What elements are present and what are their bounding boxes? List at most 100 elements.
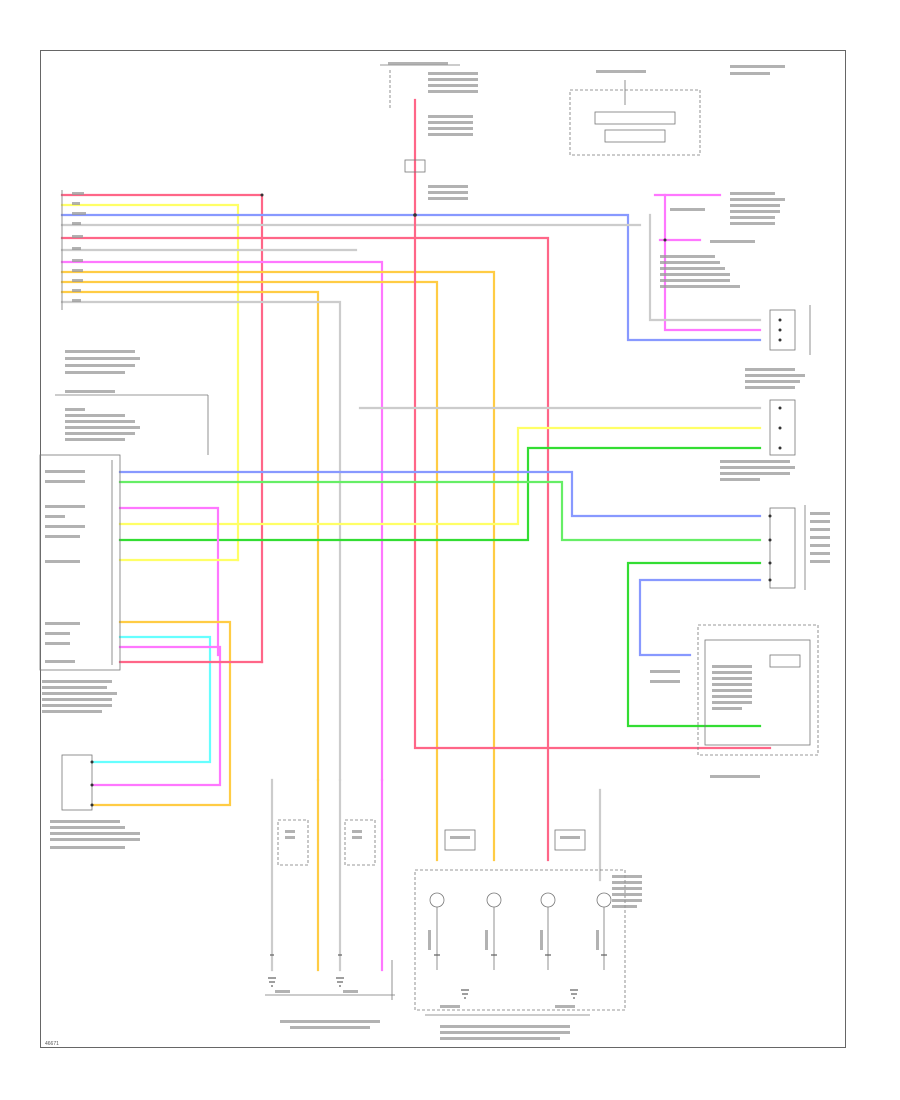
rect-mark-46 [697, 624, 819, 756]
rect-mark-165 [45, 622, 80, 625]
path-mark-72 [336, 977, 344, 987]
rect-mark-126 [660, 255, 715, 258]
circle-mark-89 [90, 760, 94, 764]
rect-mark-153 [65, 414, 125, 417]
rect-mark-188 [650, 670, 680, 673]
rect-mark-201 [612, 899, 642, 902]
path-mark-74 [570, 989, 578, 999]
rect-mark-105 [428, 78, 478, 81]
rect-mark-59 [414, 869, 626, 1011]
rect-mark-132 [745, 368, 795, 371]
circle-mark-81 [778, 338, 782, 342]
rect-mark-174 [42, 710, 102, 713]
path-mark-71 [268, 977, 276, 987]
wire-blue-mid [118, 470, 762, 518]
rect-mark-196 [560, 836, 580, 839]
wire-magenta-mid [118, 506, 220, 657]
rect-mark-183 [712, 683, 752, 686]
rect-mark-154 [65, 420, 135, 423]
rect-mark-133 [745, 374, 805, 377]
rect-mark-111 [428, 133, 473, 136]
wire-orange-2 [60, 280, 439, 862]
rect-mark-197 [612, 875, 642, 878]
circle-mark-77 [260, 193, 264, 197]
rect-mark-169 [42, 680, 112, 683]
rect-mark-176 [50, 826, 125, 829]
rect-mark-146 [810, 560, 830, 563]
wire-blue-top [60, 213, 762, 342]
rect-mark-159 [45, 480, 85, 483]
rect-mark-162 [45, 525, 85, 528]
circle-mark-63 [429, 892, 445, 908]
wire-magenta-top [60, 260, 384, 782]
rect-mark-114 [428, 197, 468, 200]
rect-mark-61 [554, 829, 586, 851]
rect-mark-56 [344, 819, 376, 866]
rect-mark-131 [660, 285, 740, 288]
wire-orange-3 [60, 290, 320, 782]
wire-green-mid [118, 446, 762, 542]
rect-mark-121 [730, 204, 780, 207]
rect-mark-101 [72, 289, 81, 292]
rect-mark-130 [660, 279, 730, 282]
rect-mark-127 [660, 261, 720, 264]
ground-symbols [268, 954, 607, 999]
rect-mark-158 [45, 470, 85, 473]
rect-mark-211 [596, 930, 599, 950]
rect-mark-116 [730, 65, 785, 68]
rect-mark-160 [45, 505, 85, 508]
rect-mark-140 [810, 512, 830, 515]
rect-mark-184 [712, 689, 752, 692]
rect-mark-128 [660, 267, 725, 270]
rect-mark-210 [540, 930, 543, 950]
circle-mark-79 [778, 318, 782, 322]
rect-mark-166 [45, 632, 70, 635]
rect-mark-177 [50, 832, 140, 835]
rect-mark-138 [720, 472, 790, 475]
rect-mark-104 [428, 72, 478, 75]
rect-mark-202 [612, 905, 637, 908]
rect-mark-94 [72, 212, 86, 215]
rect-mark-97 [72, 247, 81, 250]
rect-mark-100 [72, 279, 83, 282]
wire-yellow-mid [118, 426, 762, 526]
circle-mark-65 [540, 892, 556, 908]
circle-mark-76 [413, 213, 417, 217]
rect-mark-200 [612, 893, 642, 896]
rect-mark-136 [720, 460, 790, 463]
rect-mark-189 [650, 680, 680, 683]
rect-mark-194 [352, 836, 362, 839]
wire-gray-right [648, 213, 762, 322]
rect-mark-44 [769, 507, 796, 589]
rect-mark-39 [594, 111, 676, 125]
rect-mark-173 [42, 704, 112, 707]
rect-mark-110 [428, 127, 473, 130]
wire-orange-low [90, 620, 232, 807]
circle-mark-64 [486, 892, 502, 908]
rect-mark-147 [65, 350, 135, 353]
rect-mark-144 [810, 544, 830, 547]
rect-mark-150 [65, 371, 125, 374]
circle-mark-86 [768, 538, 772, 542]
rect-mark-181 [712, 671, 752, 674]
rect-mark-60 [444, 829, 476, 851]
wire-pink-2 [60, 236, 550, 862]
rect-mark-161 [45, 515, 65, 518]
circle-mark-82 [778, 406, 782, 410]
rect-mark-103 [388, 62, 448, 65]
circle-mark-83 [778, 426, 782, 430]
rect-mark-172 [42, 698, 112, 701]
wire-yellow-top [60, 203, 240, 562]
rect-mark-157 [65, 438, 125, 441]
rect-mark-182 [712, 677, 752, 680]
rect-mark-186 [712, 701, 752, 704]
circle-mark-80 [778, 328, 782, 332]
circle-mark-84 [778, 446, 782, 450]
rect-mark-156 [65, 432, 135, 435]
rect-mark-168 [45, 660, 75, 663]
footer-code: 46671 [45, 1041, 59, 1047]
rect-mark-106 [428, 84, 478, 87]
rect-mark-141 [810, 520, 830, 523]
illegible-labels [42, 62, 830, 1040]
